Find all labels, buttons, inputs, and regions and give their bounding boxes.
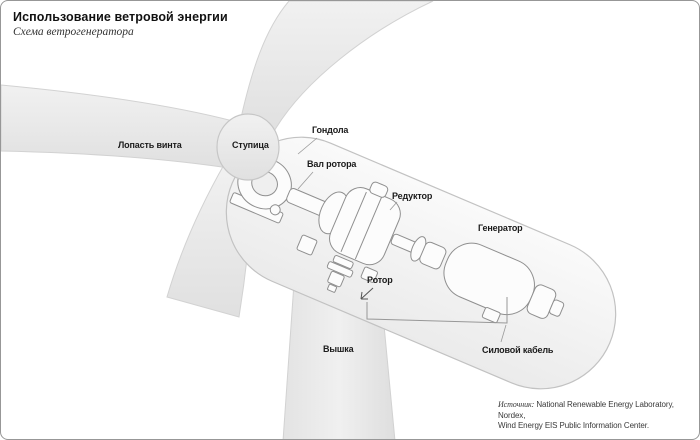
blade-left (1, 84, 236, 170)
leader-gearbox (389, 201, 398, 211)
blade-upper (238, 1, 434, 134)
label-rotor: Ротор (367, 275, 393, 285)
source-prefix: Источник: (498, 400, 535, 409)
power-cable-leader (500, 324, 507, 343)
label-rotor-shaft: Вал ротора (307, 159, 357, 169)
coupling-part (390, 233, 447, 270)
rotor-arrow-icon (360, 287, 374, 300)
source-text-1: National Renewable Energy Laboratory, No… (498, 400, 674, 420)
label-generator: Генератор (478, 223, 523, 233)
power-cable-line (366, 297, 508, 324)
drivetrain (229, 153, 565, 324)
source-note: Источник: National Renewable Energy Labo… (498, 400, 693, 432)
page-subtitle: Схема ветрогенератора (13, 26, 134, 38)
label-power-cable: Силовой кабель (482, 345, 554, 355)
source-line-1: Источник: National Renewable Energy Labo… (498, 400, 693, 421)
hub (216, 113, 280, 181)
gearbox-part (318, 181, 401, 266)
label-blade: Лопасть винта (118, 140, 182, 150)
leader-nacelle (297, 137, 318, 155)
page-title: Использование ветровой энергии (13, 10, 228, 24)
gearbox-foot (296, 234, 318, 256)
label-hub: Ступица (232, 140, 269, 150)
generator-rotor-part (326, 255, 354, 293)
source-line-2: Wind Energy EIS Public Information Cente… (498, 421, 649, 430)
leader-rotor-shaft (297, 171, 314, 190)
label-gearbox: Редуктор (392, 191, 433, 201)
label-tower: Вышка (323, 344, 354, 354)
generator-part (443, 242, 565, 324)
mount-foot (360, 266, 378, 283)
label-nacelle: Гондола (312, 125, 349, 135)
